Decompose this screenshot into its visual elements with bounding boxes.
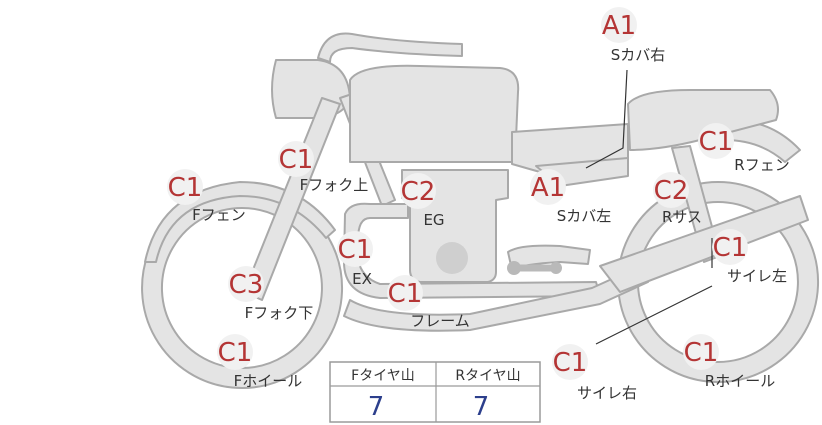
part-label-r-wheel: Rホイール bbox=[705, 372, 775, 390]
part-label-f-fender: Fフェン bbox=[192, 206, 246, 224]
silencer bbox=[599, 195, 809, 293]
grade-code-silencer-left: C1 bbox=[713, 233, 748, 263]
footpeg bbox=[507, 261, 562, 275]
grade-badge-exhaust bbox=[337, 231, 373, 267]
grade-code-f-fork-lower: C3 bbox=[229, 270, 264, 300]
leader-line-s-cover-right bbox=[585, 69, 628, 169]
grade-badge-f-fork-lower bbox=[228, 266, 264, 302]
grade-badge-s-cover-right bbox=[601, 7, 637, 43]
seat bbox=[627, 89, 779, 151]
part-label-r-fender: Rフェン bbox=[734, 156, 789, 174]
part-label-exhaust: EX bbox=[352, 270, 372, 288]
grade-badge-f-fender bbox=[167, 169, 203, 205]
part-label-r-suspension: Rサス bbox=[662, 208, 702, 226]
grade-badge-s-cover-left bbox=[530, 169, 566, 205]
front-fork bbox=[243, 97, 341, 301]
part-label-f-fork-upper: Fフォク上 bbox=[300, 176, 369, 194]
grade-badge-silencer-right bbox=[552, 344, 588, 380]
grade-badge-r-fender bbox=[698, 123, 734, 159]
grade-code-s-cover-right: A1 bbox=[602, 11, 636, 41]
part-label-f-fork-lower: Fフォク下 bbox=[245, 304, 314, 322]
part-label-frame: フレーム bbox=[410, 312, 470, 330]
grade-badge-f-wheel bbox=[217, 334, 253, 370]
engine-case bbox=[436, 242, 468, 274]
callout-frame: C1 フレーム bbox=[387, 275, 470, 330]
grade-code-frame: C1 bbox=[388, 279, 423, 309]
grade-badge-f-fork-upper bbox=[278, 141, 314, 177]
part-label-f-wheel: Fホイール bbox=[234, 372, 303, 390]
handlebar bbox=[317, 32, 463, 63]
part-label-silencer-right: サイレ右 bbox=[577, 384, 637, 402]
grade-code-f-fender: C1 bbox=[168, 173, 203, 203]
part-label-engine: EG bbox=[423, 211, 444, 229]
tire-table-frame bbox=[329, 361, 541, 423]
part-label-s-cover-right: Sカバ右 bbox=[611, 46, 666, 64]
grade-code-silencer-right: C1 bbox=[553, 348, 588, 378]
grade-code-f-fork-upper: C1 bbox=[279, 145, 314, 175]
fuel-tank bbox=[349, 64, 520, 163]
grade-badge-r-suspension bbox=[653, 172, 689, 208]
tire-tread-table: Fタイヤ山 Rタイヤ山 7 7 bbox=[329, 361, 541, 423]
grade-code-s-cover-left: A1 bbox=[531, 173, 565, 203]
grade-badge-r-wheel bbox=[683, 334, 719, 370]
grade-code-r-suspension: C2 bbox=[654, 176, 689, 206]
grade-badge-silencer-left bbox=[712, 229, 748, 265]
grade-code-r-fender: C1 bbox=[699, 127, 734, 157]
callout-silencer-left: C1 サイレ左 bbox=[712, 229, 787, 285]
leader-lines bbox=[585, 69, 713, 345]
leader-line-silencer bbox=[595, 285, 713, 345]
grade-code-r-wheel: C1 bbox=[684, 338, 719, 368]
grade-code-engine: C2 bbox=[401, 177, 436, 207]
part-label-s-cover-left: Sカバ左 bbox=[557, 207, 612, 225]
tire-table-value-front: 7 bbox=[368, 392, 385, 422]
part-label-silencer-left: サイレ左 bbox=[727, 267, 787, 285]
tire-table-header-front: Fタイヤ山 bbox=[351, 368, 415, 384]
grade-code-exhaust: C1 bbox=[338, 235, 373, 265]
callout-silencer-right: C1 サイレ右 bbox=[552, 344, 637, 402]
grade-code-f-wheel: C1 bbox=[218, 338, 253, 368]
tire-table-header-rear: Rタイヤ山 bbox=[455, 368, 520, 384]
tire-table-value-rear: 7 bbox=[473, 392, 490, 422]
grade-badge-frame bbox=[387, 275, 423, 311]
grade-badge-engine bbox=[400, 173, 436, 209]
